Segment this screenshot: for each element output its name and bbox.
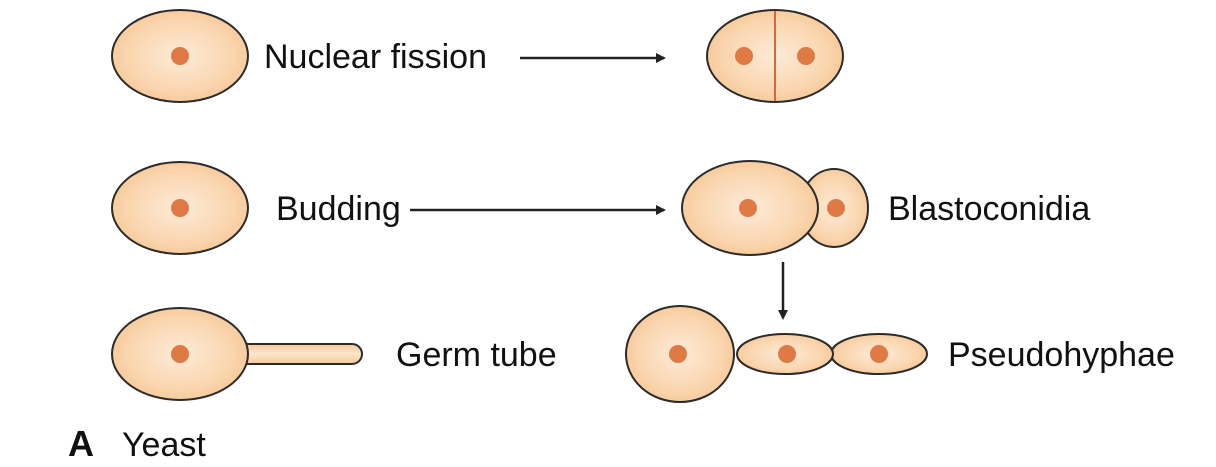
nucleus [171,199,189,217]
pseudohyphae-chain [626,306,927,402]
nucleus [171,47,189,65]
nucleus [870,345,888,363]
parent-cell-fission [112,10,248,102]
nucleus [171,345,189,363]
label-budding: Budding [276,190,401,228]
dividing-cell [707,10,843,102]
panel-title: Yeast [122,426,206,464]
label-pseudohyphae: Pseudohyphae [948,336,1175,374]
panel-caption: A Yeast [68,423,206,464]
nucleus [827,199,845,217]
germ-tube-cell [112,308,362,400]
parent-cell-budding [112,162,248,254]
germ-tube [236,344,362,364]
label-blastoconidia: Blastoconidia [888,190,1090,228]
row-germ-tube: Germ tube [112,308,557,400]
row-budding: Budding Blastoconidia [112,161,1090,318]
nucleus [778,345,796,363]
budding-cell [682,161,868,255]
nucleus [797,47,815,65]
nucleus [669,345,687,363]
row-pseudohyphae: Pseudohyphae [626,306,1175,402]
label-nuclear-fission: Nuclear fission [264,38,487,76]
nucleus [739,199,757,217]
panel-letter: A [68,423,94,464]
row-nuclear-fission: Nuclear fission [112,10,843,102]
nucleus [735,47,753,65]
label-germ-tube: Germ tube [396,336,557,374]
